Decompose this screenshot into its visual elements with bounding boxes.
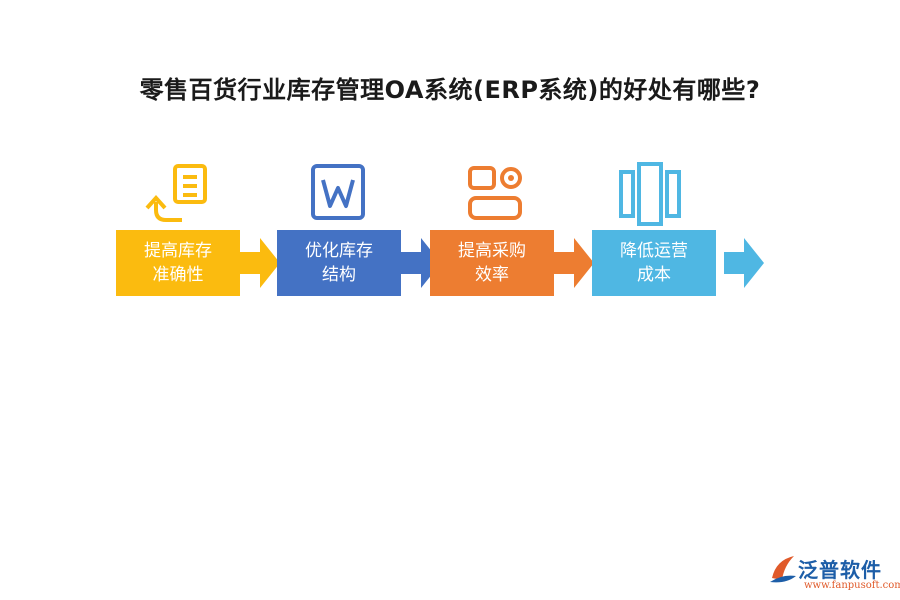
step-3-line1: 提高采购 bbox=[458, 241, 526, 261]
step-arrow-4 bbox=[724, 238, 764, 288]
step-box-1: 提高库存 准确性 bbox=[116, 230, 240, 296]
step-2-line1: 优化库存 bbox=[305, 241, 373, 261]
toggle-panel-icon bbox=[468, 166, 522, 220]
brand-logo: 泛普软件 www.fanpusoft.com bbox=[764, 550, 900, 596]
logo-url: www.fanpusoft.com bbox=[804, 580, 900, 591]
step-4-line2: 成本 bbox=[637, 265, 671, 285]
step-box-3: 提高采购 效率 bbox=[430, 230, 554, 296]
step-box-2: 优化库存 结构 bbox=[277, 230, 401, 296]
step-1-line1: 提高库存 bbox=[144, 241, 212, 261]
step-arrow-3 bbox=[554, 238, 594, 288]
columns-icon bbox=[619, 162, 681, 226]
word-document-icon bbox=[311, 164, 365, 220]
fanpu-logo-icon bbox=[770, 556, 796, 583]
step-4-line1: 降低运营 bbox=[620, 241, 688, 261]
logo-name: 泛普软件 bbox=[798, 558, 882, 582]
step-box-4: 降低运营 成本 bbox=[592, 230, 716, 296]
step-3-line2: 效率 bbox=[475, 265, 509, 285]
page-title: 零售百货行业库存管理OA系统(ERP系统)的好处有哪些? bbox=[139, 76, 761, 104]
step-arrow-1 bbox=[240, 238, 280, 288]
document-return-icon bbox=[145, 164, 207, 222]
step-1-line2: 准确性 bbox=[152, 265, 204, 285]
step-2-line2: 结构 bbox=[322, 265, 356, 285]
